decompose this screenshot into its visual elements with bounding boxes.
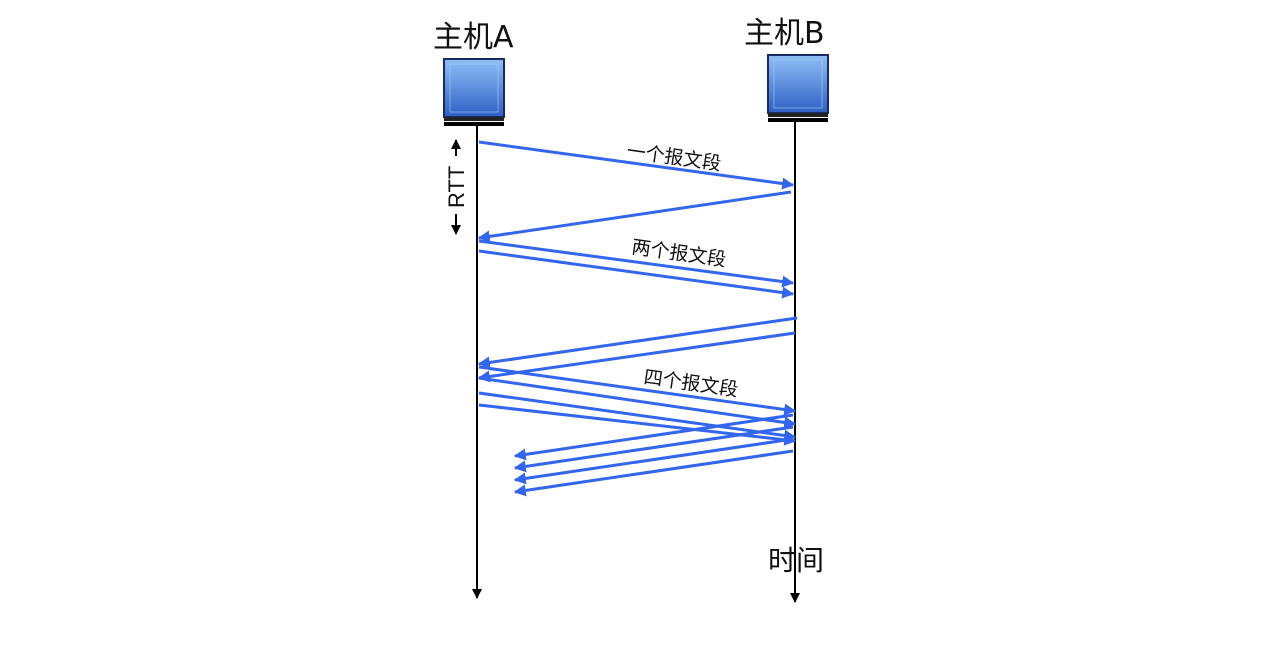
segment-arrow xyxy=(478,376,797,429)
ack-arrow xyxy=(477,331,796,383)
host-b-computer-icon xyxy=(767,54,829,122)
ack-arrow xyxy=(513,449,794,497)
segment-arrow xyxy=(478,249,795,299)
ack-arrow xyxy=(477,316,798,369)
host-b-label: 主机B xyxy=(744,16,825,51)
ack-arrow xyxy=(513,413,794,461)
host-a-computer-icon xyxy=(443,58,505,126)
segment-arrow xyxy=(478,365,797,416)
segment-arrow xyxy=(478,391,797,442)
segment-label-two: 两个报文段 xyxy=(630,236,727,271)
ack-arrow xyxy=(513,437,794,485)
ack-arrow xyxy=(513,425,794,473)
segment-arrow xyxy=(478,239,795,288)
segment-arrows xyxy=(477,140,798,497)
host-a-label: 主机A xyxy=(433,20,514,55)
ack-arrow xyxy=(477,190,792,243)
rtt-indicator: RTT xyxy=(444,139,469,235)
rtt-label: RTT xyxy=(444,166,469,208)
time-axis-label: 时间 xyxy=(768,544,824,577)
segment-arrow xyxy=(478,140,795,190)
